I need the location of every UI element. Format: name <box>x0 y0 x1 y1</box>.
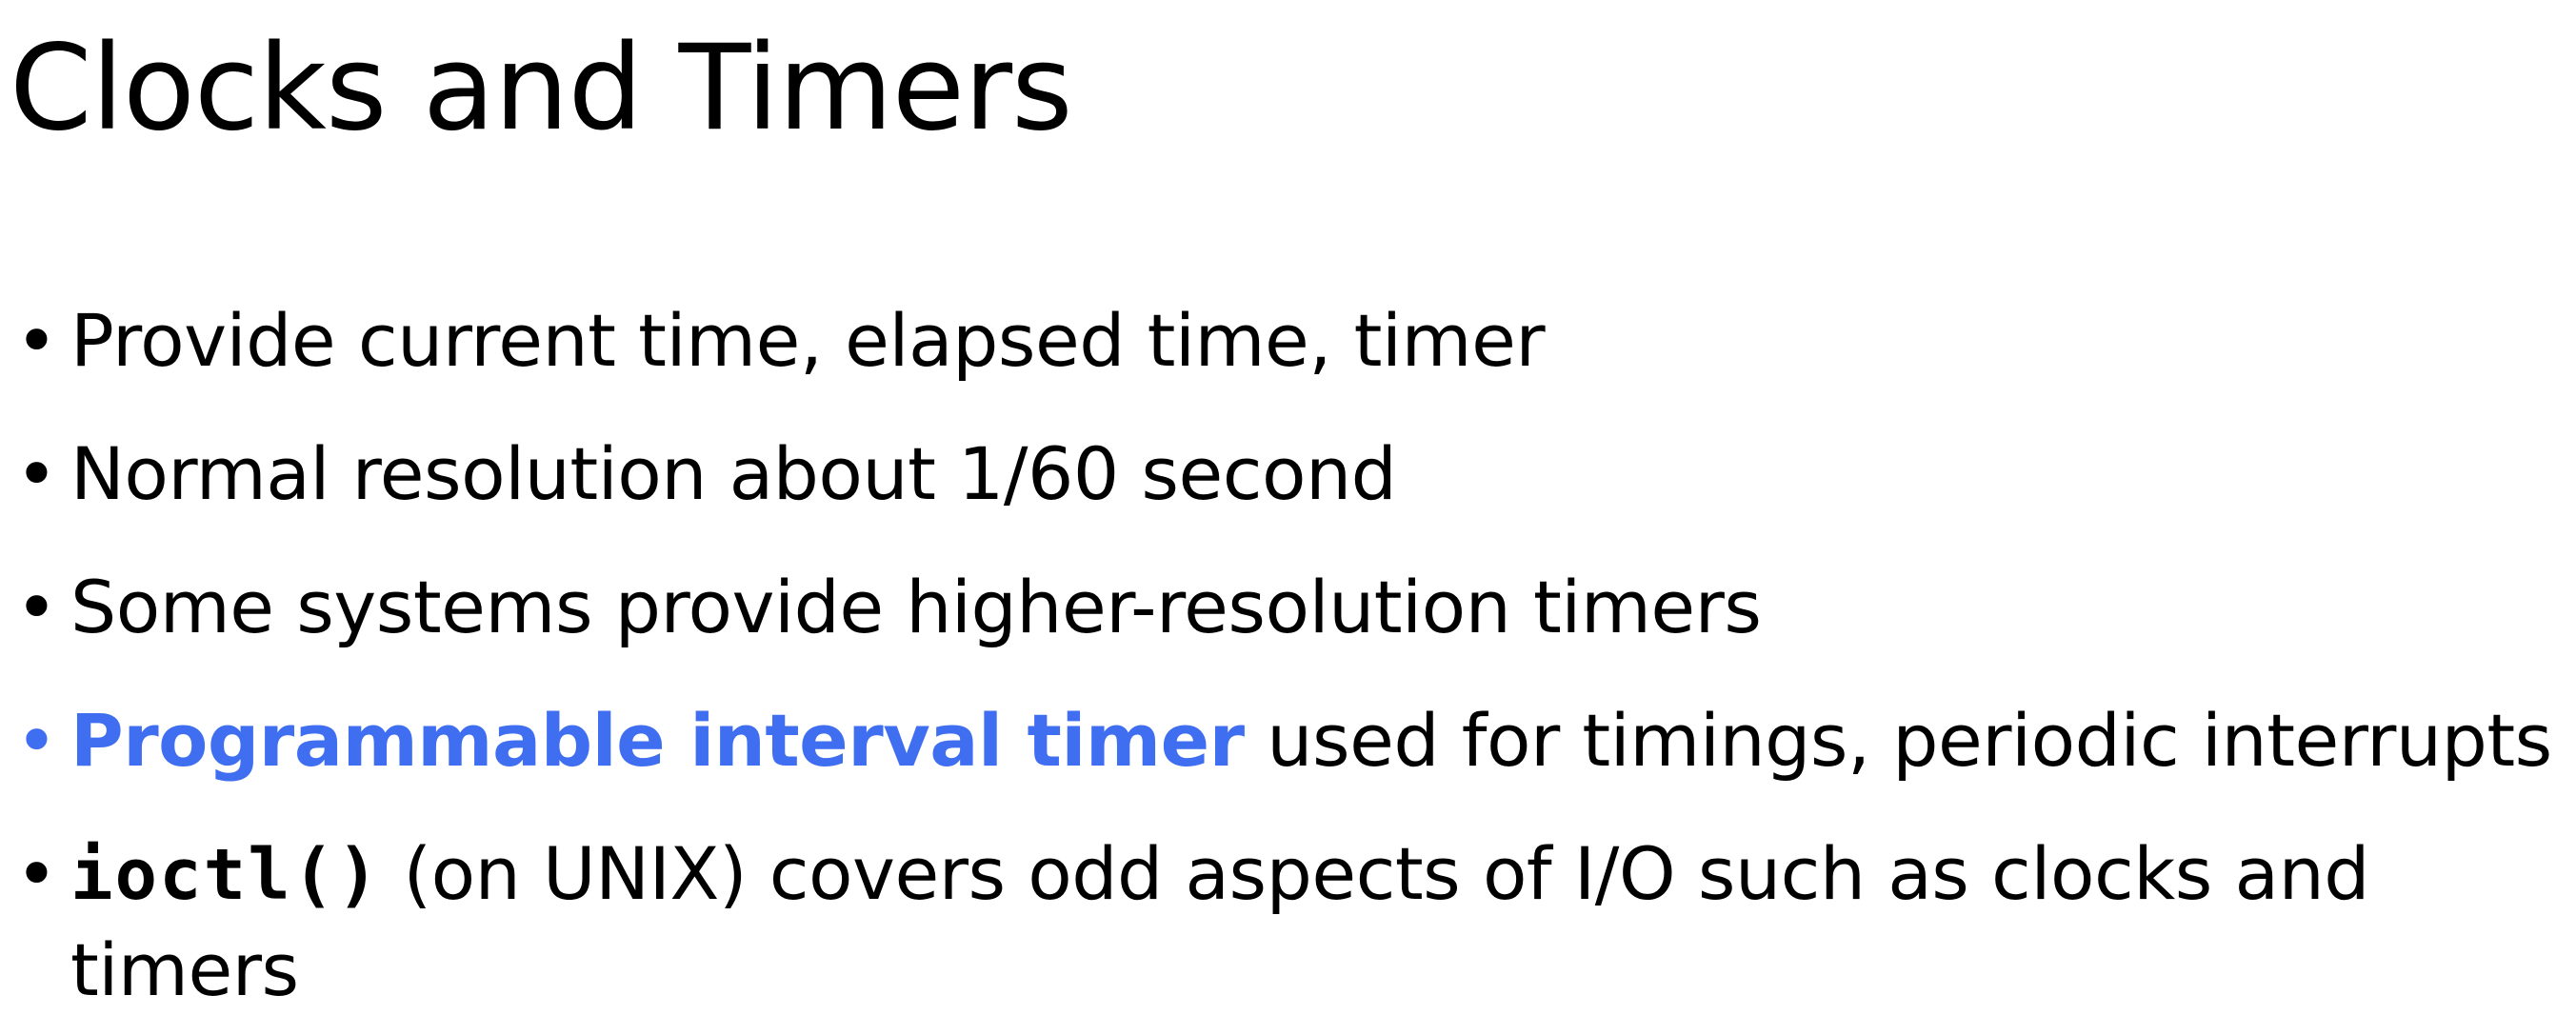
bullet-icon: • <box>15 298 58 383</box>
bullet-item: • Provide current time, elapsed time, ti… <box>0 293 2576 388</box>
bullet-icon: • <box>15 565 58 649</box>
bullet-icon: • <box>15 831 58 916</box>
bullet-item: • Programmable interval timer used for t… <box>0 693 2576 788</box>
bullet-text: (on UNIX) covers odd aspects of I/O such… <box>70 831 2369 1012</box>
bullet-text: used for timings, periodic interrupts <box>1244 698 2552 783</box>
bullet-text: Normal resolution about 1/60 second <box>70 431 1397 516</box>
bullet-text: Provide current time, elapsed time, time… <box>70 298 1546 383</box>
slide-title: Clocks and Timers <box>10 20 1073 157</box>
bullet-item: • Normal resolution about 1/60 second <box>0 427 2576 522</box>
code-term: ioctl() <box>70 834 381 916</box>
bullet-text: Some systems provide higher-resolution t… <box>70 565 1762 649</box>
bullet-icon: • <box>15 431 58 516</box>
bullet-item: • ioctl() (on UNIX) covers odd aspects o… <box>0 826 2546 1017</box>
bullet-item: • Some systems provide higher-resolution… <box>0 560 2576 655</box>
highlight-term: Programmable interval timer <box>70 698 1245 783</box>
bullet-list: • Provide current time, elapsed time, ti… <box>0 293 2576 1017</box>
bullet-icon: • <box>15 698 58 783</box>
